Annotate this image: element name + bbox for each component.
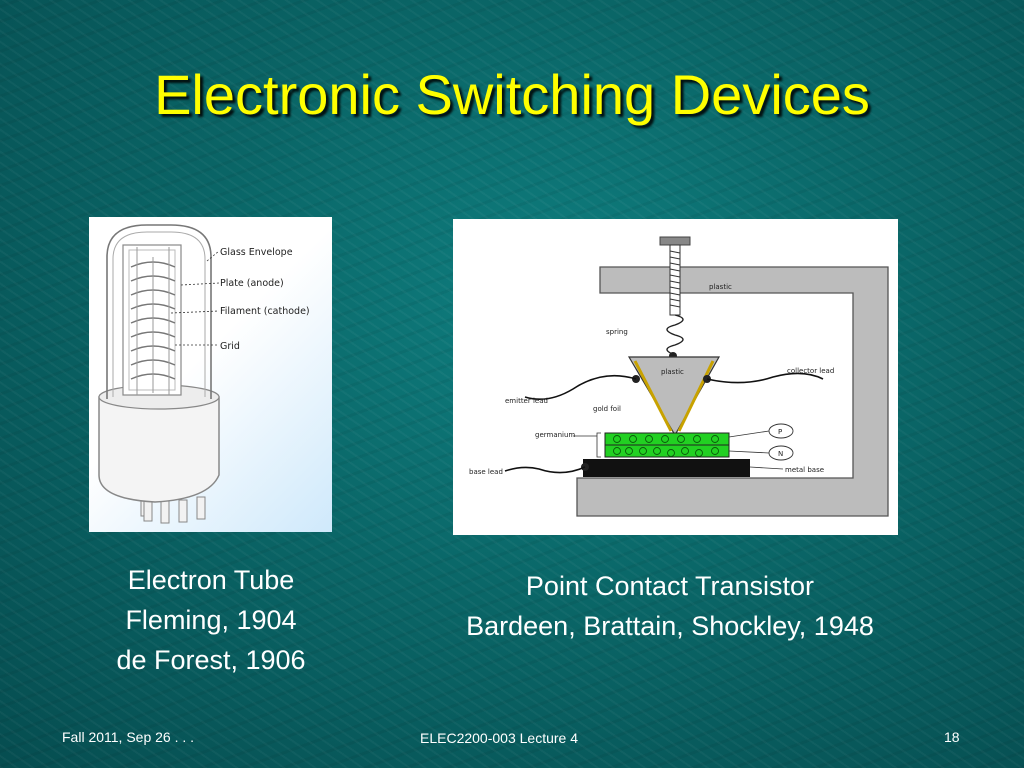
caption-line: Point Contact Transistor [525,571,815,601]
transistor-label-plastic-frame: plastic [709,283,732,291]
caption-line: de Forest, 1906 [116,645,306,675]
footer-course: ELEC2200-003 Lecture 4 [420,730,578,746]
footer-date: Fall 2011, Sep 26 . . . [62,729,195,745]
transistor-label-spring: spring [606,328,628,336]
electron-tube-figure: Glass Envelope Plate (anode) Filament (c… [89,217,332,532]
transistor-label-n: N [778,450,783,458]
tube-label-filament: Filament (cathode) [220,306,310,317]
electron-tube-illustration: Glass Envelope Plate (anode) Filament (c… [98,224,310,524]
caption-line: Electron Tube [127,565,295,595]
transistor-label-plastic-wedge: plastic [661,368,684,376]
tube-label-glass-envelope: Glass Envelope [220,247,293,258]
electron-tube-caption: Electron Tube Fleming, 1904 de Forest, 1… [80,560,342,680]
caption-line: Fleming, 1904 [125,605,297,635]
transistor-label-collector-lead: collector lead [787,367,834,375]
transistor-caption: Point Contact Transistor Bardeen, Bratta… [400,566,940,646]
transistor-label-gold-foil: gold foil [593,405,621,413]
transistor-label-base-lead: base lead [469,468,503,476]
transistor-label-germanium: germanium [535,431,575,439]
slide-title: Electronic Switching Devices [154,63,870,126]
point-contact-transistor-figure: plastic spring plastic collector lead em… [453,219,898,535]
tube-label-grid: Grid [220,341,240,352]
slide-number: 18 [944,729,960,745]
transistor-label-p: P [778,428,782,436]
tube-label-plate: Plate (anode) [220,278,284,289]
transistor-label-metal-base: metal base [785,466,824,474]
transistor-illustration: plastic spring plastic collector lead em… [469,236,889,517]
caption-line: Bardeen, Brattain, Shockley, 1948 [466,611,874,641]
transistor-label-emitter-lead: emitter lead [505,397,548,405]
